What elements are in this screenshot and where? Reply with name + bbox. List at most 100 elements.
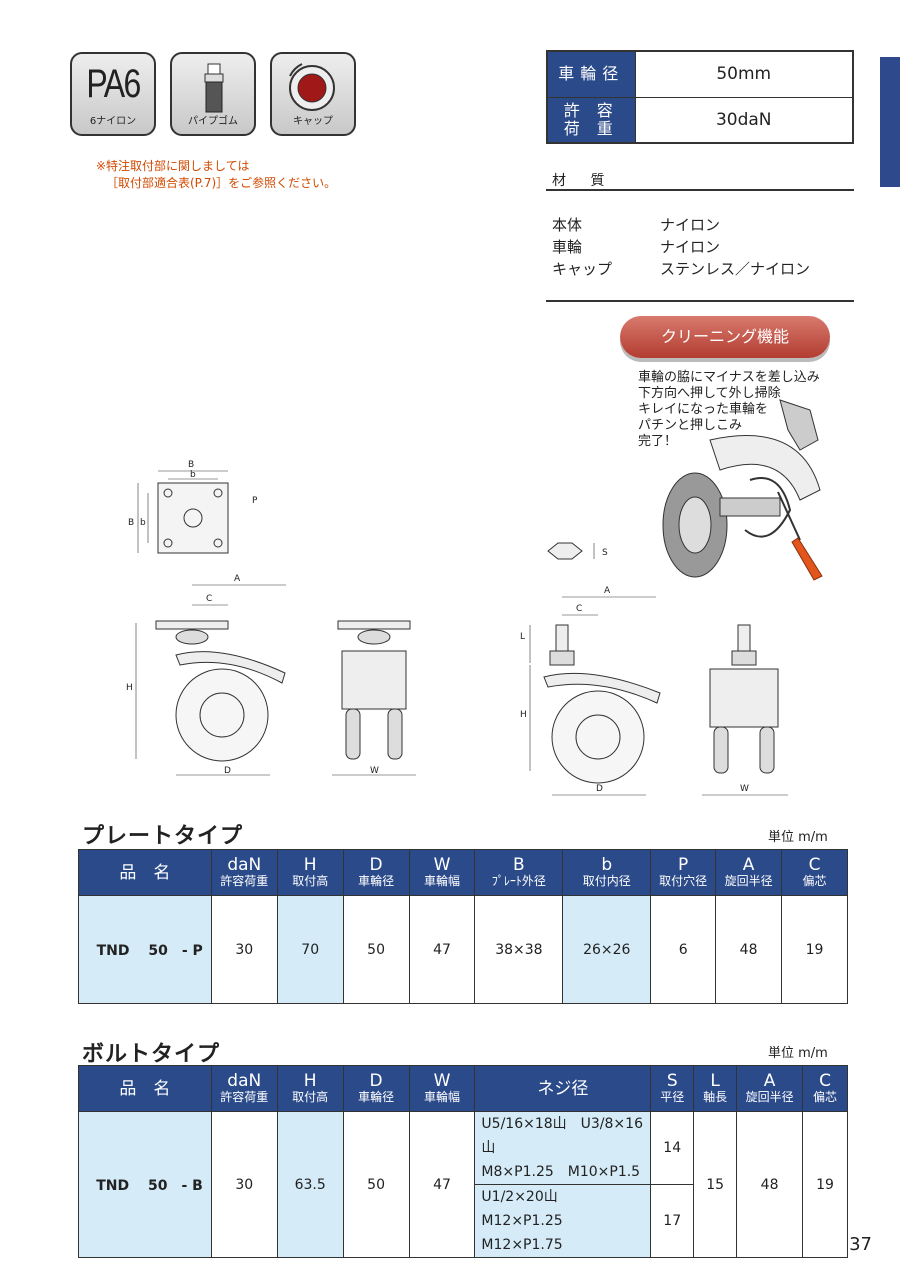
material-key: キャップ: [552, 260, 613, 278]
bolt-model: TND 50 - B: [78, 1111, 212, 1258]
load-label: 許 容荷 重: [546, 96, 636, 144]
bolt-L: 15: [693, 1111, 738, 1258]
cleaning-line: パチンと押しこみ: [638, 418, 743, 433]
dim-B-top: B: [188, 460, 194, 470]
bolt-thread-group-1: U5/16×18山 U3/8×16山 M8×P1.25 M10×P1.5: [474, 1111, 652, 1185]
page-number: 37: [849, 1234, 872, 1255]
cleaning-illustration: [662, 399, 823, 581]
dim-B-side: B: [128, 518, 134, 528]
plate-cell: 50: [342, 895, 410, 1004]
thread-line: U5/16×18山 U3/8×16山: [481, 1116, 643, 1156]
note-line-2: ［取付部適合表(P.7)］をご参照ください。: [106, 176, 337, 190]
dim-W-plate: W: [370, 766, 379, 776]
material-rule-top: [546, 189, 854, 191]
dim-L: L: [520, 632, 525, 642]
plate-model: TND 50 - P: [78, 895, 212, 1004]
material-value: ステンレス／ナイロン: [660, 260, 811, 278]
cleaning-instructions: 車輪の脇にマイナスを差し込み 下方向へ押して外し掃除 キレイになった車輪を パチ…: [638, 370, 820, 450]
cleaning-badge: クリーニング機能: [620, 316, 830, 358]
dim-A-plate: A: [234, 574, 241, 584]
material-values: ナイロン ナイロン ステンレス／ナイロン: [660, 214, 810, 280]
thread-line: M12×P1.25 M12×P1.75: [481, 1213, 577, 1253]
material-keys: 本体 車輪 キャップ: [552, 214, 612, 280]
plate-unit: 単位 m/m: [768, 830, 828, 845]
bolt-C: 19: [802, 1111, 848, 1258]
cleaning-line: 車輪の脇にマイナスを差し込み: [638, 370, 820, 385]
dim-C-plate: C: [206, 594, 212, 604]
pipe-rubber-graphic: [204, 63, 224, 113]
plate-cell: 30: [210, 895, 278, 1004]
material-value: ナイロン: [660, 216, 721, 234]
dim-b-top: b: [190, 470, 196, 480]
dim-H-plate: H: [126, 683, 133, 693]
plate-cell: 38×38: [474, 895, 564, 1004]
thread-line: U1/2×20山: [481, 1189, 558, 1205]
note-line-1: ※特注取付部に関しましては: [96, 159, 250, 173]
load-label-1: 許 容: [563, 100, 619, 120]
technical-drawings: B b B b P H D A C W S L H D A C W: [126, 460, 788, 796]
pa6-text: PA6: [86, 62, 141, 106]
dim-S: S: [602, 548, 608, 558]
plate-cell: 19: [781, 895, 848, 1004]
dim-A-bolt: A: [604, 586, 611, 596]
dim-W-bolt: W: [740, 784, 749, 794]
dim-H-bolt: H: [520, 710, 527, 720]
plate-cell: 26×26: [562, 895, 652, 1004]
cleaning-line: 下方向へ押して外し掃除: [638, 386, 781, 401]
bolt-cell: 50: [342, 1111, 410, 1258]
plate-cell: 47: [408, 895, 476, 1004]
side-tab: [880, 57, 900, 187]
plate-cell: 70: [276, 895, 344, 1004]
pa6-caption: 6ナイロン: [89, 116, 137, 127]
plate-col-name: 品 名: [78, 849, 212, 896]
bolt-S-1: 14: [650, 1111, 695, 1185]
bolt-cell: 63.5: [276, 1111, 344, 1258]
bolt-col-name: 品 名: [78, 1065, 212, 1112]
material-rule-bottom: [546, 300, 854, 302]
pipe-rubber-icon: パイプゴム: [170, 52, 256, 136]
material-title: 材 質: [552, 173, 615, 189]
load-label-2: 荷 重: [563, 118, 619, 138]
cap-graphic: [289, 63, 335, 111]
dim-P: P: [252, 496, 258, 506]
wheel-size-value: 50mm: [634, 50, 854, 98]
pipe-caption: パイプゴム: [188, 116, 238, 127]
material-key: 車輪: [552, 238, 583, 256]
plate-cell: 48: [715, 895, 783, 1004]
dim-b-side: b: [140, 518, 146, 528]
cleaning-line: キレイになった車輪を: [638, 402, 769, 417]
bolt-col-thread: ネジ径: [474, 1065, 652, 1112]
order-note: ※特注取付部に関しましては ［取付部適合表(P.7)］をご参照ください。: [96, 158, 336, 192]
thread-line: M8×P1.25 M10×P1.5: [481, 1164, 641, 1180]
bolt-cell: 30: [210, 1111, 278, 1258]
bolt-data-row: TND 50 - B 30 63.5 50 47 U5/16×18山 U3/8×…: [78, 1111, 848, 1258]
pa6-material-icon: PA6 6ナイロン: [70, 52, 156, 136]
material-value: ナイロン: [660, 238, 721, 256]
dim-D-bolt: D: [596, 784, 603, 794]
dim-D-plate: D: [224, 766, 231, 776]
material-key: 本体: [552, 216, 583, 234]
plate-data-row: TND 50 - P 30 70 50 47 38×38 26×26 6 48 …: [78, 895, 848, 1004]
cap-icon: キャップ: [270, 52, 356, 136]
